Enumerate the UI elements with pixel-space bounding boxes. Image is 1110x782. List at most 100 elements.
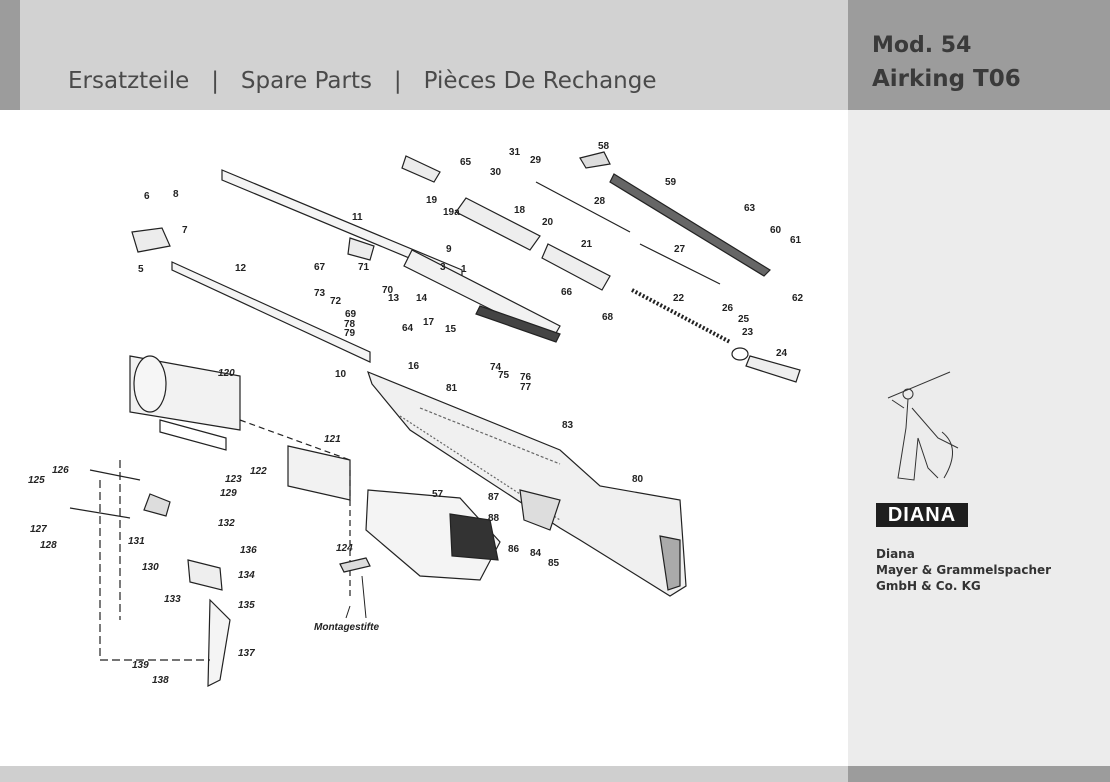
header-accent-bar — [0, 0, 20, 110]
part-label: 64 — [402, 323, 414, 334]
part-label: 80 — [632, 474, 644, 485]
part-label: 68 — [602, 312, 614, 323]
diana-logo: DIANA — [876, 503, 968, 527]
diana-logo-text: DIANA — [887, 504, 957, 526]
part-label: 134 — [238, 570, 255, 581]
company-line: Mayer & Grammelspacher — [876, 563, 1052, 577]
page-title: Ersatzteile | Spare Parts | Pièces De Re… — [68, 68, 657, 94]
part-label: 18 — [514, 205, 526, 216]
part-label: 72 — [330, 296, 342, 307]
company-line: GmbH & Co. KG — [876, 579, 981, 593]
part-label: 71 — [358, 262, 370, 273]
part-label: 81 — [446, 383, 458, 394]
part-label: 15 — [445, 324, 457, 335]
part-label: 27 — [674, 244, 686, 255]
part-label: 19 — [426, 195, 438, 206]
part-label: 127 — [30, 524, 47, 535]
part-label: 5 — [138, 264, 144, 275]
part-label: 14 — [416, 293, 428, 304]
part-label: 63 — [744, 203, 756, 214]
part-label: 13 — [388, 293, 400, 304]
part-label: 61 — [790, 235, 802, 246]
model-name: Airking T06 — [872, 66, 1021, 92]
footer-band-right — [848, 766, 1110, 782]
part-label: 12 — [235, 263, 247, 274]
part-label: 16 — [408, 361, 420, 372]
diagram-svg: 1 3 5 6 7 8 9 10 11 12 13 14 15 16 17 18… — [28, 141, 804, 687]
part-label: 26 — [722, 303, 734, 314]
part-label: 85 — [548, 558, 560, 569]
part-label: 7 — [182, 225, 188, 236]
part-label: 59 — [665, 177, 677, 188]
part-label: 136 — [240, 545, 257, 556]
part-label: 84 — [530, 548, 542, 559]
footer-band — [0, 766, 1110, 782]
part-label: 23 — [742, 327, 754, 338]
header-band: Ersatzteile | Spare Parts | Pièces De Re… — [20, 0, 848, 110]
part-label: 75 — [498, 370, 510, 381]
part-label: 125 — [28, 475, 45, 486]
part-label: 135 — [238, 600, 255, 611]
part-label: 20 — [542, 217, 554, 228]
part-label: 128 — [40, 540, 57, 551]
diagram-caption: Montagestifte — [314, 622, 379, 633]
part-label: 88 — [488, 513, 500, 524]
part-label: 87 — [488, 492, 500, 503]
part-label: 65 — [460, 157, 472, 168]
part-label: 138 — [152, 675, 169, 686]
part-label: 62 — [792, 293, 804, 304]
part-label: 121 — [324, 434, 341, 445]
part-number-labels: 1 3 5 6 7 8 9 10 11 12 13 14 15 16 17 18… — [28, 141, 804, 686]
part-label: 139 — [132, 660, 149, 671]
part-label: 31 — [509, 147, 521, 158]
part-label: 1 — [461, 264, 467, 275]
part-label: 133 — [164, 594, 181, 605]
part-label: 22 — [673, 293, 685, 304]
part-label: 79 — [344, 328, 356, 339]
part-label: 131 — [128, 536, 145, 547]
part-label: 6 — [144, 191, 150, 202]
part-label: 86 — [508, 544, 520, 555]
part-label: 9 — [446, 244, 452, 255]
part-label: 78 — [344, 319, 356, 330]
part-label: 17 — [423, 317, 435, 328]
part-label: 57 — [432, 489, 444, 500]
part-label: 77 — [520, 382, 532, 393]
part-label: 83 — [562, 420, 574, 431]
part-label: 70 — [382, 285, 394, 296]
part-label: 3 — [440, 262, 446, 273]
part-label: 132 — [218, 518, 235, 529]
part-label: 126 — [52, 465, 69, 476]
part-label: 10 — [335, 369, 347, 380]
part-label: 73 — [314, 288, 326, 299]
part-label: 74 — [490, 362, 502, 373]
part-label: 25 — [738, 314, 750, 325]
part-label: 129 — [220, 488, 237, 499]
part-label: 11 — [352, 212, 363, 223]
part-label: 123 — [225, 474, 242, 485]
part-label: 58 — [598, 141, 610, 152]
part-label: 69 — [345, 309, 357, 320]
part-label: 21 — [581, 239, 593, 250]
diagram-drawing — [69, 151, 801, 687]
part-label: 19a — [443, 207, 460, 218]
part-label: 124 — [336, 543, 353, 554]
part-label: 8 — [173, 189, 179, 200]
part-label: 76 — [520, 372, 532, 383]
model-number: Mod. 54 — [872, 33, 972, 58]
part-label: 28 — [594, 196, 606, 207]
part-label: 29 — [530, 155, 542, 166]
model-band: Mod. 54 Airking T06 — [848, 0, 1110, 110]
part-label: 66 — [561, 287, 573, 298]
part-label: 137 — [238, 648, 255, 659]
company-address: Diana Mayer & Grammelspacher GmbH & Co. … — [876, 546, 1051, 594]
diana-figure-logo — [887, 371, 959, 481]
part-label: 122 — [250, 466, 267, 477]
part-label: 130 — [142, 562, 159, 573]
part-label: 120 — [218, 368, 235, 379]
company-line: Diana — [876, 547, 915, 561]
part-label: 67 — [314, 262, 326, 273]
side-panel — [848, 110, 1110, 766]
part-label: 24 — [776, 348, 788, 359]
part-label: 60 — [770, 225, 782, 236]
